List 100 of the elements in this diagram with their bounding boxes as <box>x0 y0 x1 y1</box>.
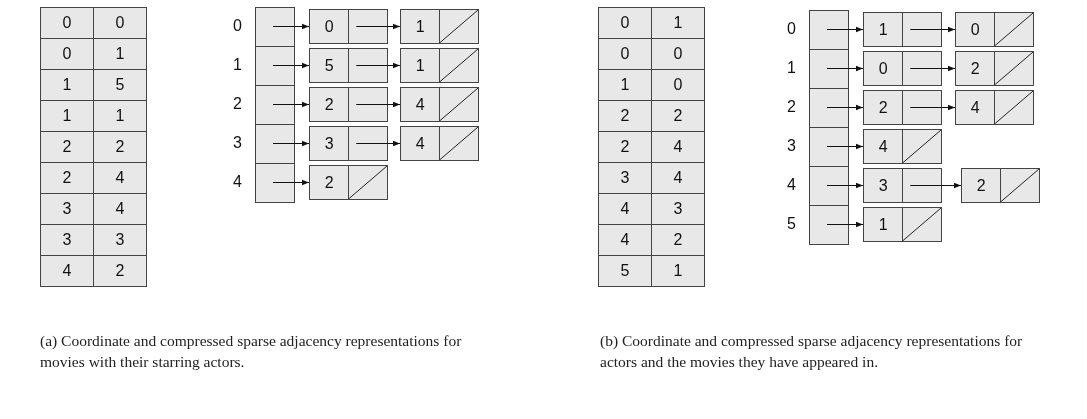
row-index: 2 <box>787 98 796 116</box>
pointer-arrow <box>909 104 956 111</box>
row-index: 1 <box>787 59 796 77</box>
row-index: 2 <box>233 95 242 113</box>
table-cell: 4 <box>598 224 652 256</box>
table-cell: 3 <box>40 224 94 256</box>
table-cell: 2 <box>598 100 652 132</box>
pointer-arrow <box>826 104 864 111</box>
figure-caption: (b) Coordinate and compressed sparse adjacency representations for actors and the movies they have appeared in. <box>600 331 1024 372</box>
list-node <box>309 9 388 44</box>
pointer-arrow <box>826 65 864 72</box>
table-cell: 0 <box>40 7 94 39</box>
list-node <box>309 48 388 83</box>
node-value: 1 <box>414 16 426 37</box>
table-cell: 0 <box>598 7 652 39</box>
table-cell: 4 <box>93 193 147 225</box>
node-value: 2 <box>969 58 981 79</box>
row-index: 4 <box>787 176 796 194</box>
node-value: 2 <box>323 172 335 193</box>
table-cell: 5 <box>93 69 147 101</box>
node-value: 0 <box>969 19 981 40</box>
array-cell <box>809 10 849 50</box>
node-value: 1 <box>414 55 426 76</box>
list-node <box>863 168 942 203</box>
pointer-arrow <box>355 101 401 108</box>
table-cell: 1 <box>93 38 147 70</box>
table-cell: 1 <box>598 69 652 101</box>
pointer-arrow <box>909 182 962 189</box>
table-cell: 1 <box>93 100 147 132</box>
pointer-arrow <box>272 140 310 147</box>
array-cell <box>255 163 295 203</box>
node-value: 1 <box>877 214 889 235</box>
list-node <box>863 12 942 47</box>
table-cell: 2 <box>40 162 94 194</box>
list-node <box>400 87 479 122</box>
row-index: 3 <box>233 134 242 152</box>
node-value: 5 <box>323 55 335 76</box>
table-cell: 0 <box>651 69 705 101</box>
pointer-arrow <box>272 23 310 30</box>
list-node <box>863 129 942 164</box>
array-cell <box>809 49 849 89</box>
figure-caption: (a) Coordinate and compressed sparse adjacency representations for movies with their starring actors. <box>40 331 463 372</box>
table-cell: 0 <box>598 38 652 70</box>
table-cell: 1 <box>40 69 94 101</box>
pointer-arrow <box>909 26 956 33</box>
table-cell: 4 <box>598 193 652 225</box>
list-node <box>955 51 1034 86</box>
table-cell: 2 <box>40 131 94 163</box>
array-cell <box>255 85 295 125</box>
list-node <box>309 165 388 200</box>
pointer-arrow <box>355 23 401 30</box>
table-cell: 0 <box>40 38 94 70</box>
array-cell <box>255 124 295 164</box>
row-index: 0 <box>233 17 242 35</box>
row-index: 4 <box>233 173 242 191</box>
table-cell: 5 <box>598 255 652 287</box>
node-value: 4 <box>969 97 981 118</box>
list-node <box>400 126 479 161</box>
pointer-arrow <box>826 221 864 228</box>
pointer-arrow <box>355 62 401 69</box>
table-cell: 4 <box>93 162 147 194</box>
node-value: 1 <box>877 19 889 40</box>
list-node <box>309 87 388 122</box>
node-value: 4 <box>414 133 426 154</box>
table-cell: 2 <box>598 131 652 163</box>
array-cell <box>809 205 849 245</box>
node-value: 4 <box>877 136 889 157</box>
table-cell: 3 <box>40 193 94 225</box>
table-cell: 3 <box>651 193 705 225</box>
node-value: 3 <box>877 175 889 196</box>
row-index: 1 <box>233 56 242 74</box>
table-cell: 0 <box>651 38 705 70</box>
list-node <box>863 207 942 242</box>
list-node <box>955 12 1034 47</box>
list-node <box>400 48 479 83</box>
table-cell: 1 <box>40 100 94 132</box>
pointer-arrow <box>826 26 864 33</box>
table-cell: 4 <box>651 131 705 163</box>
pointer-arrow <box>272 101 310 108</box>
table-cell: 3 <box>598 162 652 194</box>
table-cell: 4 <box>651 162 705 194</box>
pointer-arrow <box>272 179 310 186</box>
pointer-arrow <box>909 65 956 72</box>
array-cell <box>255 7 295 47</box>
row-index: 5 <box>787 215 796 233</box>
table-cell: 0 <box>93 7 147 39</box>
list-node <box>961 168 1040 203</box>
node-value: 2 <box>323 94 335 115</box>
array-cell <box>255 46 295 86</box>
table-cell: 1 <box>651 255 705 287</box>
node-value: 3 <box>323 133 335 154</box>
table-cell: 4 <box>40 255 94 287</box>
pointer-arrow <box>355 140 401 147</box>
list-node <box>955 90 1034 125</box>
array-cell <box>809 88 849 128</box>
row-index: 0 <box>787 20 796 38</box>
table-cell: 2 <box>93 131 147 163</box>
table-cell: 2 <box>651 224 705 256</box>
table-cell: 2 <box>651 100 705 132</box>
list-node <box>863 90 942 125</box>
